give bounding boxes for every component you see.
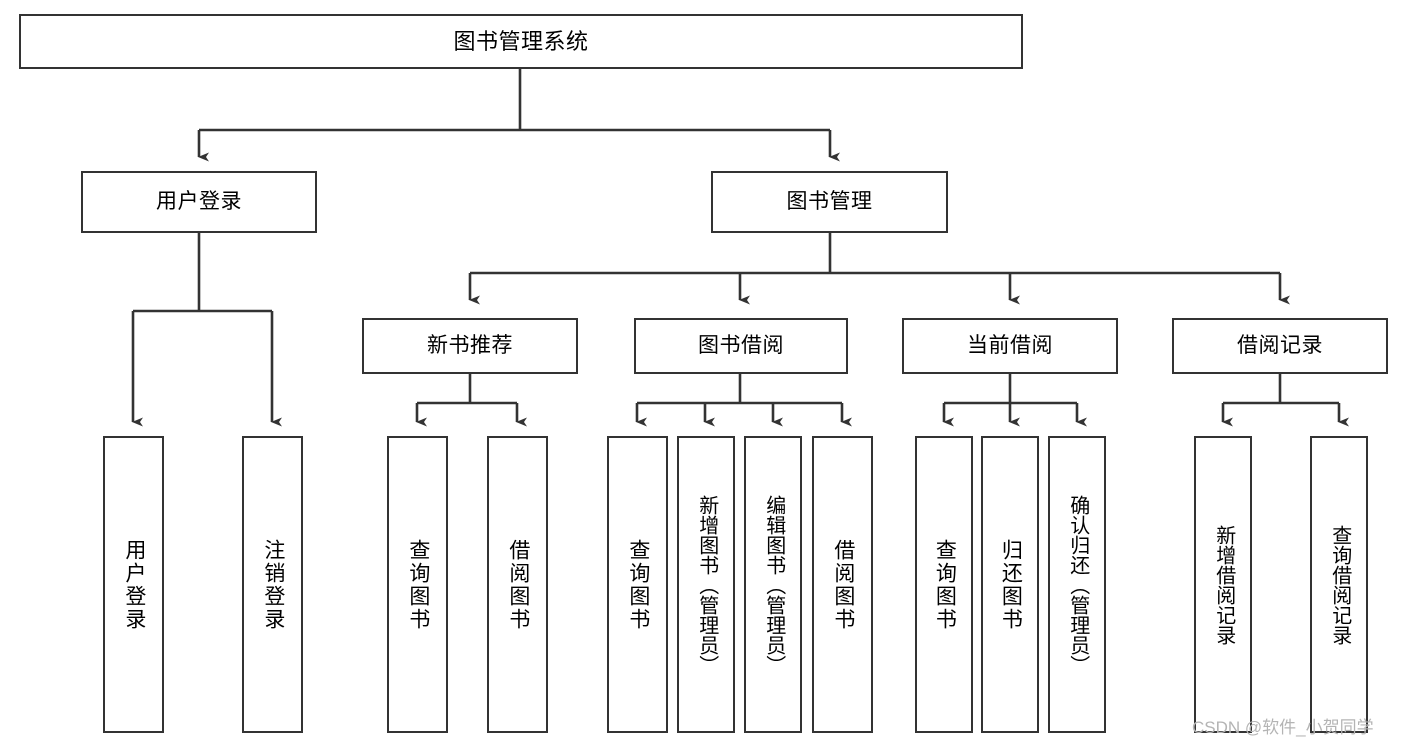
node-borrow-record[interactable]: 借阅记录	[1172, 318, 1388, 374]
leaf-query-borrow-record[interactable]: 查询借阅记录	[1310, 436, 1368, 733]
leaf-logout-login[interactable]: 注销登录	[242, 436, 303, 733]
leaf-query-book-current[interactable]: 查询图书	[915, 436, 973, 733]
leaf-query-book-borrow[interactable]: 查询图书	[607, 436, 668, 733]
leaf-confirm-return[interactable]: 确认归还（管理员）	[1048, 436, 1106, 733]
leaf-borrow-book-recommend[interactable]: 借阅图书	[487, 436, 548, 733]
leaf-return-book[interactable]: 归还图书	[981, 436, 1039, 733]
leaf-borrow-book-borrow[interactable]: 借阅图书	[812, 436, 873, 733]
csdn-watermark: CSDN @软件_小贺同学	[1192, 718, 1374, 737]
leaf-edit-book[interactable]: 编辑图书（管理员）	[744, 436, 802, 733]
node-root-system[interactable]: 图书管理系统	[19, 14, 1023, 69]
leaf-add-borrow-record[interactable]: 新增借阅记录	[1194, 436, 1252, 733]
leaf-user-login[interactable]: 用户登录	[103, 436, 164, 733]
node-current-borrow[interactable]: 当前借阅	[902, 318, 1118, 374]
leaf-add-book[interactable]: 新增图书（管理员）	[677, 436, 735, 733]
node-user-login[interactable]: 用户登录	[81, 171, 317, 233]
node-book-borrow[interactable]: 图书借阅	[634, 318, 848, 374]
node-new-book-recommend[interactable]: 新书推荐	[362, 318, 578, 374]
node-book-management[interactable]: 图书管理	[711, 171, 948, 233]
leaf-query-book-recommend[interactable]: 查询图书	[387, 436, 448, 733]
